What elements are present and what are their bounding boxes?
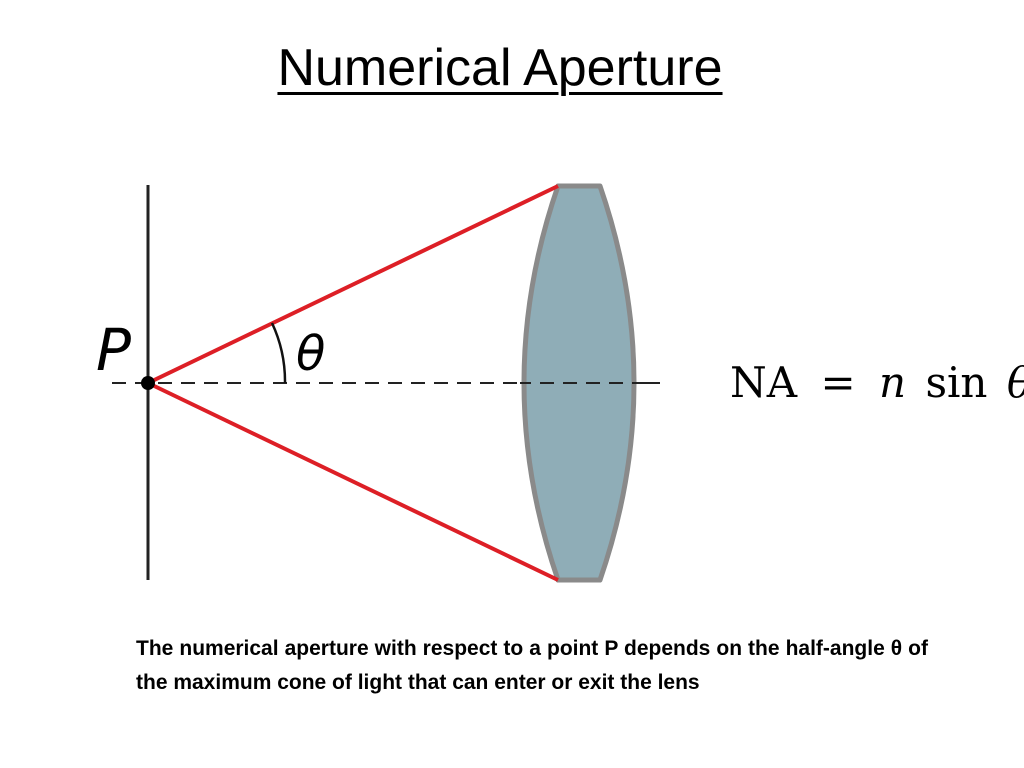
formula-theta: θ <box>1007 358 1024 407</box>
point-p-label: P <box>96 316 131 384</box>
lens-shape <box>521 183 637 583</box>
formula-equals: = <box>820 358 855 407</box>
slide-caption: The numerical aperture with respect to a… <box>136 637 928 694</box>
half-angle-arc <box>270 322 287 384</box>
upper-ray <box>147 184 559 385</box>
slide-title: Numerical Aperture <box>277 39 723 97</box>
formula-lhs: NA <box>730 358 798 407</box>
formula-sin: sin <box>925 358 987 407</box>
point-p-dot <box>141 376 155 390</box>
formula-n: n <box>879 358 906 407</box>
angle-theta-label: θ <box>296 326 325 382</box>
lower-ray <box>147 381 559 582</box>
numerical-aperture-formula: NA = n sin θ <box>730 358 1024 407</box>
